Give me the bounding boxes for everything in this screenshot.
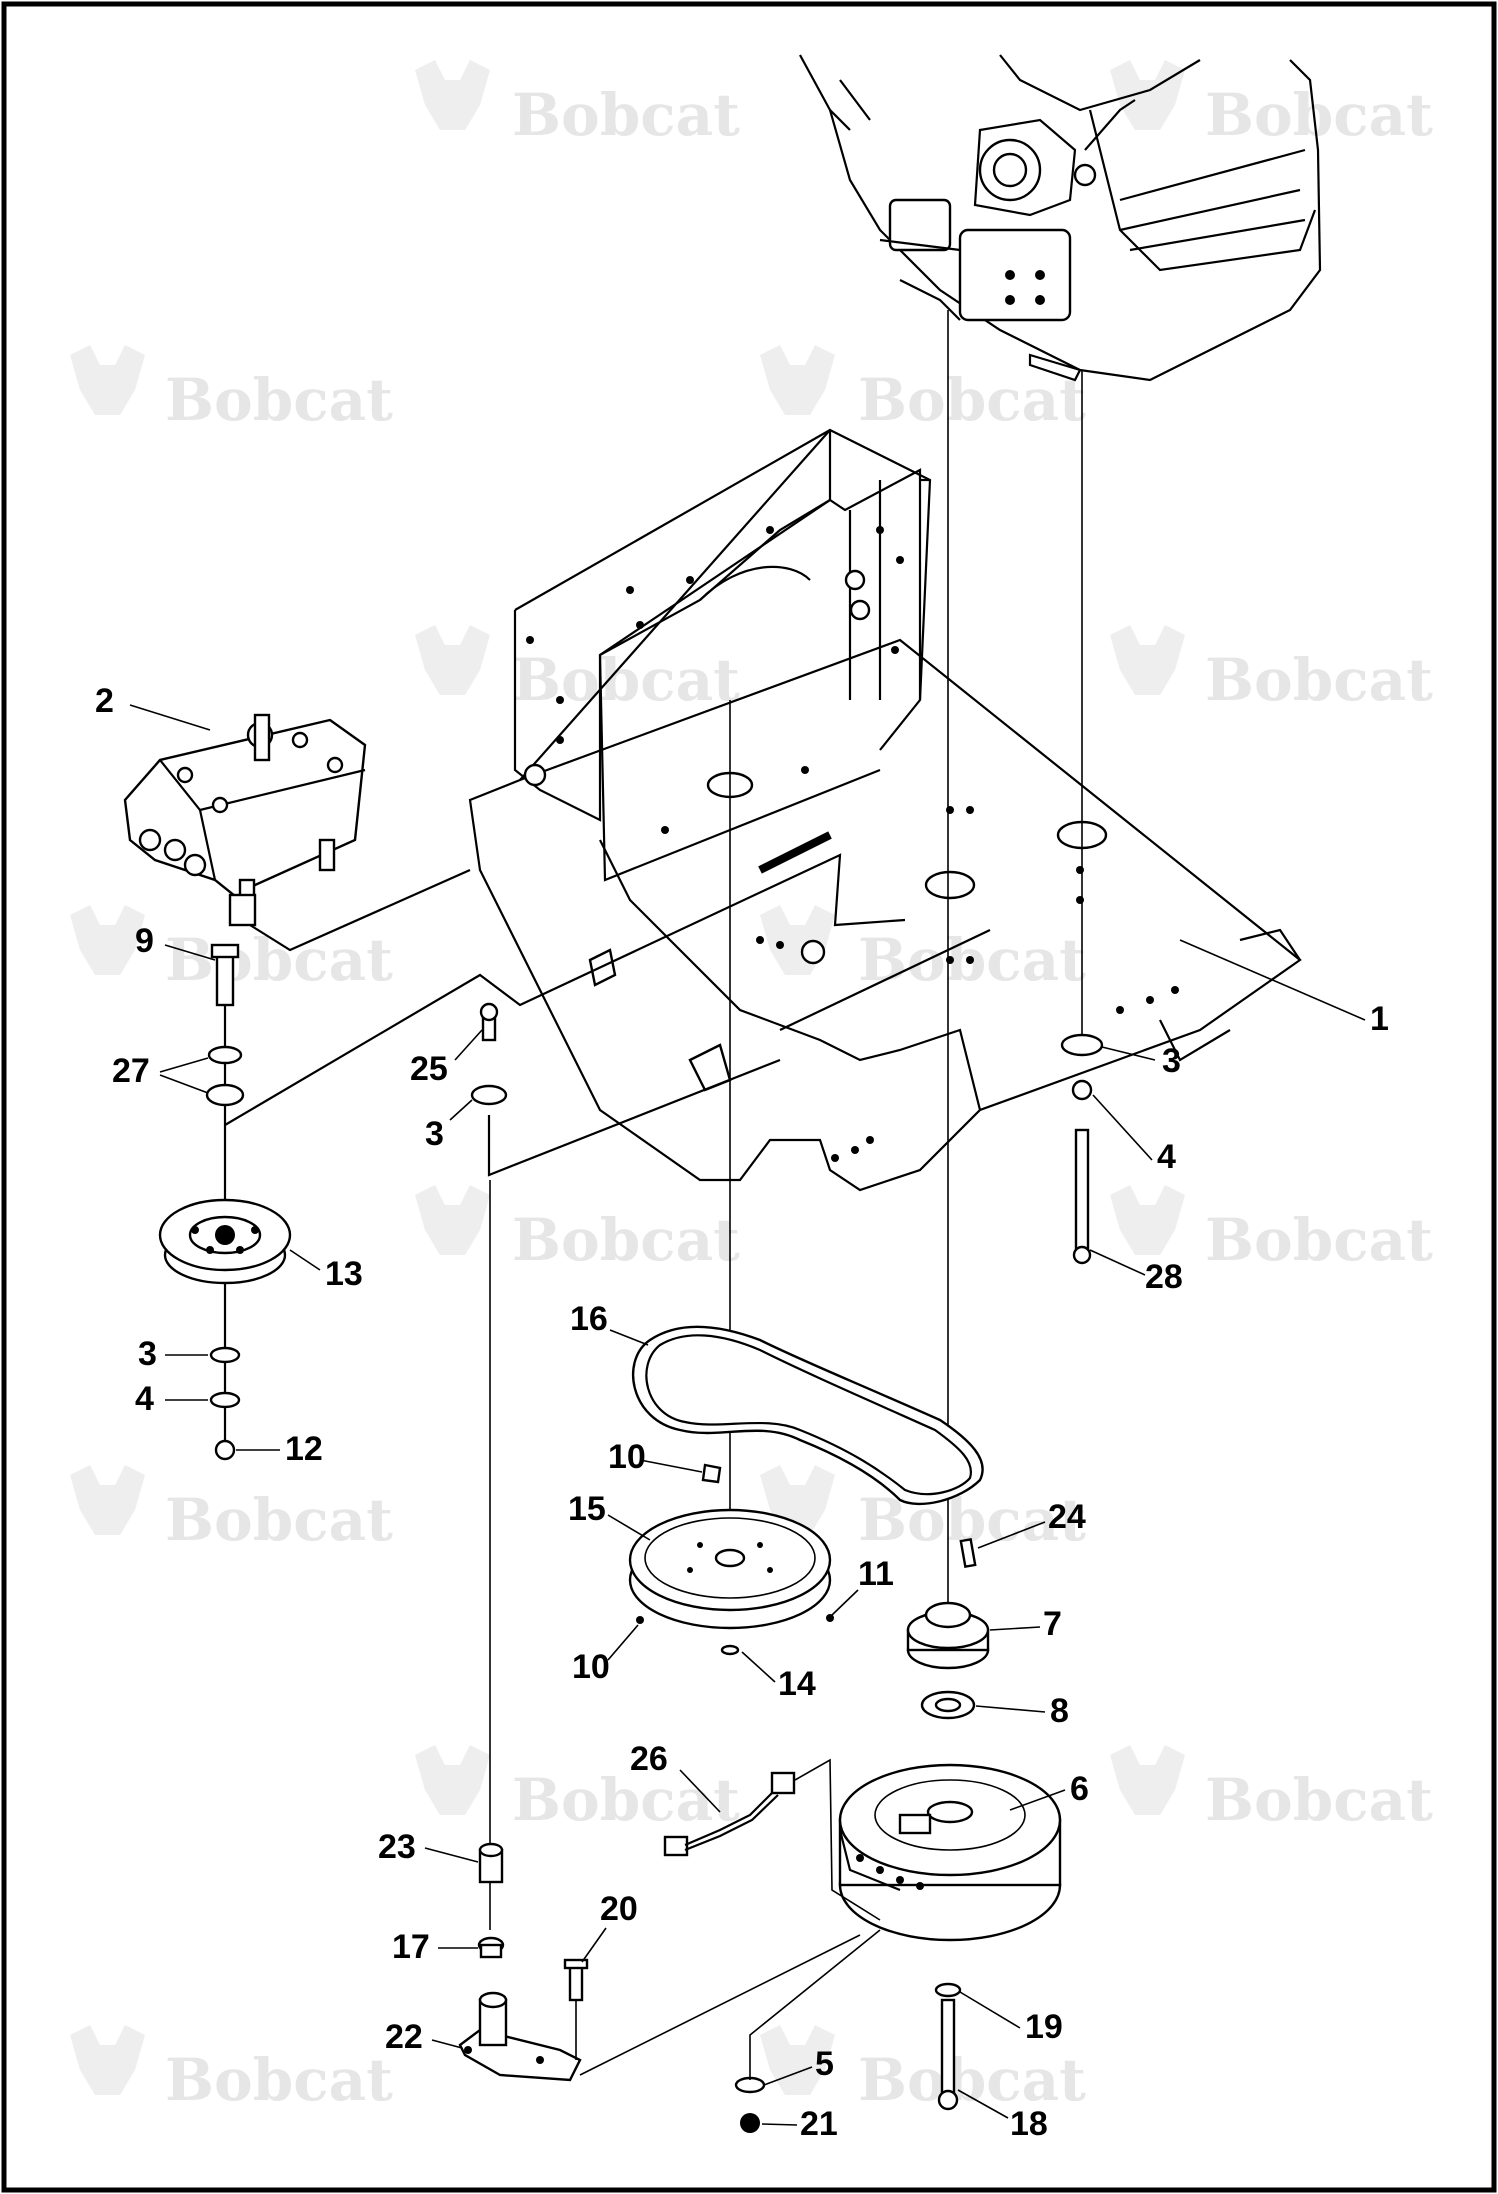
engine-assembly — [799, 54, 1322, 382]
callout-22: 24 — [1048, 1498, 1086, 1536]
callout-17: 17 — [392, 1928, 430, 1966]
callout-8: 8 — [1050, 1692, 1069, 1730]
callout-12: 12 — [285, 1430, 323, 1468]
callout-1: 1 — [1370, 1000, 1389, 1038]
callouts: 2 1 9 27 25 3 3 4 28 13 3 4 12 16 10 15 — [95, 682, 1389, 2143]
mid-fastener-stack — [470, 1002, 781, 1177]
callout-3-left: 3 — [138, 1335, 157, 1373]
watermark-text: Bobcat — [165, 926, 393, 994]
watermark-text: Bobcat — [858, 366, 1086, 434]
callout-14: 14 — [778, 1665, 816, 1703]
callout-10-right: 11 — [858, 1555, 894, 1593]
callout-28: 28 — [1145, 1258, 1183, 1296]
watermark-text: Bobcat — [512, 1766, 740, 1834]
harness-part-26 — [663, 1758, 881, 1921]
callout-24: 23 — [378, 1828, 416, 1866]
watermark-logo — [760, 345, 835, 415]
watermark-logo — [760, 2025, 835, 2095]
callout-7: 7 — [1043, 1605, 1062, 1643]
watermark-logo — [70, 1465, 145, 1535]
watermark-text: Bobcat — [165, 366, 393, 434]
callout-18: 18 — [1010, 2105, 1048, 2143]
gearbox-part-2 — [123, 713, 471, 952]
pin-part-9 — [701, 1463, 722, 1484]
callout-3-mid: 3 — [425, 1115, 444, 1153]
watermark-text: Bobcat — [1205, 81, 1433, 149]
watermark-grid: Bobcat Bobcat Bobcat Bobcat Bobcat Bobca… — [70, 60, 1433, 2114]
callout-6: 6 — [1070, 1770, 1089, 1808]
watermark-logo — [70, 2025, 145, 2095]
watermark-text: Bobcat — [165, 1486, 393, 1554]
callout-5: 9 — [135, 922, 154, 960]
bushing-part-7 — [906, 1601, 990, 1670]
callout-4-left: 4 — [135, 1380, 154, 1418]
watermark-logo — [70, 905, 145, 975]
bolt-part-18 — [940, 1998, 956, 2097]
watermark-logo — [1110, 1745, 1185, 1815]
callout-25: 25 — [410, 1050, 448, 1088]
callout-15: 15 — [568, 1490, 606, 1528]
watermark-logo — [415, 1185, 490, 1255]
callout-3-right: 3 — [1162, 1042, 1181, 1080]
watermark-text: Bobcat — [858, 2046, 1086, 2114]
clutch-part-6 — [838, 1763, 1062, 1942]
watermark-text: Bobcat — [512, 81, 740, 149]
bracket-assembly-23 — [458, 1842, 861, 2082]
watermark-text: Bobcat — [512, 646, 740, 714]
nut-part-21 — [740, 2113, 760, 2133]
callout-21: 21 — [800, 2105, 838, 2143]
watermark-logo — [760, 905, 835, 975]
watermark-logo — [70, 345, 145, 415]
callout-13: 13 — [325, 1255, 363, 1293]
callout-16: 16 — [570, 1300, 608, 1338]
callout-11: 5 — [815, 2045, 834, 2083]
watermark-logo — [415, 1745, 490, 1815]
watermark-text: Bobcat — [1205, 1766, 1433, 1834]
pulley-part-15 — [628, 1508, 834, 1656]
callout-23: 22 — [385, 2018, 423, 2056]
watermark-logo — [415, 625, 490, 695]
callout-2: 2 — [95, 682, 114, 720]
callout-20: 20 — [600, 1890, 638, 1928]
watermark-logo — [1110, 1185, 1185, 1255]
callout-19: 19 — [1025, 2008, 1063, 2046]
callout-9: 10 — [608, 1438, 646, 1476]
watermark-text: Bobcat — [512, 1206, 740, 1274]
callout-27: 27 — [112, 1052, 150, 1090]
watermark-logo — [1110, 60, 1185, 130]
callout-10-left: 10 — [572, 1648, 610, 1686]
belt-part-16 — [631, 1325, 984, 1506]
watermark-text: Bobcat — [1205, 646, 1433, 714]
pin-part-22 — [959, 1537, 977, 1569]
watermark-text: Bobcat — [165, 2046, 393, 2114]
frame-part-1 — [468, 428, 1302, 1192]
watermark-text: Bobcat — [1205, 1206, 1433, 1274]
watermark-logo — [1110, 625, 1185, 695]
washer-part-11 — [734, 2076, 766, 2094]
watermark-logo — [415, 60, 490, 130]
right-fastener-stack — [1060, 1033, 1104, 1265]
callout-4-right: 4 — [1157, 1138, 1176, 1176]
callout-26: 26 — [630, 1740, 668, 1778]
left-pulley-stack — [158, 853, 906, 1461]
